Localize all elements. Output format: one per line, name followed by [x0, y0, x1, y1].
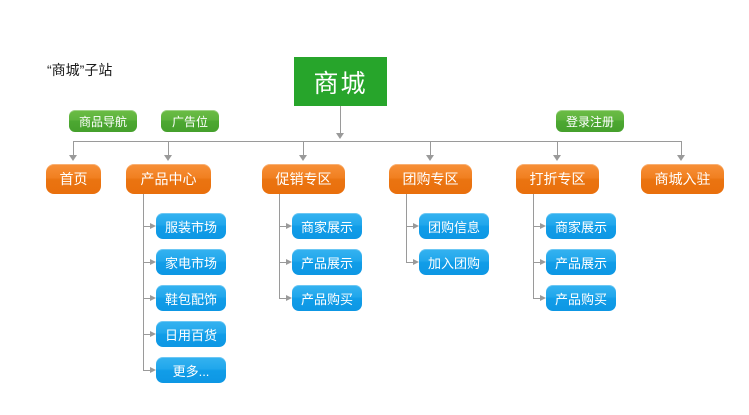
- node-promo-product-purchase[interactable]: 产品购买: [292, 285, 362, 311]
- node-discount-product-purchase-label: 产品购买: [554, 291, 607, 307]
- connector-spine-group-buy: [406, 194, 407, 263]
- connector-arrow-home: [69, 155, 77, 161]
- node-root-mall-label: 商城: [313, 69, 368, 98]
- connector-arrow-group-buy: [426, 155, 434, 161]
- node-root-mall[interactable]: 商城: [294, 57, 387, 106]
- node-product-center-label: 产品中心: [140, 171, 197, 187]
- connector-root-stem: [340, 106, 341, 135]
- node-more[interactable]: 更多...: [156, 357, 226, 383]
- node-promotion-label: 促销专区: [275, 171, 332, 187]
- connector-drop-product-center: [168, 141, 169, 157]
- node-discount-product-display[interactable]: 产品展示: [546, 249, 616, 275]
- tag-login-register-label: 登录注册: [565, 114, 614, 129]
- node-home[interactable]: 首页: [46, 164, 101, 194]
- connector-elbow-promo-product: [279, 262, 288, 263]
- connector-arrow-group-info: [413, 222, 419, 229]
- connector-spine-product-center: [143, 194, 144, 371]
- node-discount-merchant-display[interactable]: 商家展示: [546, 213, 616, 239]
- node-group-buy[interactable]: 团购专区: [389, 164, 472, 194]
- connector-arrow-more: [150, 366, 156, 373]
- node-group-buy-info-label: 团购信息: [427, 219, 480, 235]
- connector-arrow-mall-entry: [677, 155, 685, 161]
- connector-drop-home: [73, 141, 74, 157]
- connector-arrow-discount-purchase: [540, 294, 546, 301]
- node-product-center[interactable]: 产品中心: [126, 164, 211, 194]
- node-promo-product-display-label: 产品展示: [300, 255, 353, 271]
- node-promo-product-display[interactable]: 产品展示: [292, 249, 362, 275]
- connector-elbow-join-group: [406, 262, 415, 263]
- connector-arrow-daily-goods: [150, 330, 156, 337]
- connector-elbow-group-info: [406, 226, 415, 227]
- tag-ad-slot[interactable]: 广告位: [161, 110, 219, 132]
- node-shoes-bags-accessories[interactable]: 鞋包配饰: [156, 285, 226, 311]
- node-daily-goods[interactable]: 日用百货: [156, 321, 226, 347]
- tag-ad-slot-label: 广告位: [171, 114, 208, 129]
- node-discount-product-display-label: 产品展示: [554, 255, 607, 271]
- connector-elbow-appliance: [143, 262, 152, 263]
- node-home-label: 首页: [59, 171, 88, 187]
- connector-arrow-clothing: [150, 222, 156, 229]
- node-promo-merchant-display[interactable]: 商家展示: [292, 213, 362, 239]
- node-discount-product-purchase[interactable]: 产品购买: [546, 285, 616, 311]
- node-shoes-bags-accessories-label: 鞋包配饰: [164, 291, 217, 307]
- connector-spine-promotion: [279, 194, 280, 299]
- node-promo-merchant-display-label: 商家展示: [300, 219, 353, 235]
- node-discount[interactable]: 打折专区: [516, 164, 599, 194]
- connector-elbow-discount-purchase: [533, 298, 542, 299]
- connector-arrow-appliance: [150, 258, 156, 265]
- connector-drop-mall-entry: [681, 141, 682, 157]
- tag-login-register[interactable]: 登录注册: [556, 110, 624, 132]
- node-appliance-market[interactable]: 家电市场: [156, 249, 226, 275]
- connector-elbow-shoes-bags: [143, 298, 152, 299]
- tag-product-nav-label: 商品导航: [78, 114, 127, 129]
- connector-arrow-promo-purchase: [286, 294, 292, 301]
- connector-elbow-more: [143, 370, 152, 371]
- node-join-group-buy[interactable]: 加入团购: [419, 249, 489, 275]
- connector-drop-group-buy: [430, 141, 431, 157]
- node-more-label: 更多...: [172, 363, 210, 379]
- connector-elbow-discount-product: [533, 262, 542, 263]
- node-group-buy-label: 团购专区: [402, 171, 459, 187]
- connector-arrow-discount-product: [540, 258, 546, 265]
- connector-bus-horizontal: [73, 141, 682, 142]
- node-mall-entry[interactable]: 商城入驻: [641, 164, 724, 194]
- connector-arrow-promo-product: [286, 258, 292, 265]
- node-clothing-market-label: 服装市场: [164, 219, 217, 235]
- connector-arrow-discount: [553, 155, 561, 161]
- node-discount-label: 打折专区: [529, 171, 586, 187]
- connector-drop-discount: [557, 141, 558, 157]
- connector-elbow-discount-merchant: [533, 226, 542, 227]
- node-clothing-market[interactable]: 服装市场: [156, 213, 226, 239]
- node-promo-product-purchase-label: 产品购买: [300, 291, 353, 307]
- connector-arrow-promo-merchant: [286, 222, 292, 229]
- node-daily-goods-label: 日用百货: [164, 327, 217, 343]
- node-discount-merchant-display-label: 商家展示: [554, 219, 607, 235]
- connector-drop-promotion: [303, 141, 304, 157]
- connector-arrow-shoes-bags: [150, 294, 156, 301]
- connector-root-arrow: [336, 133, 344, 139]
- connector-elbow-promo-purchase: [279, 298, 288, 299]
- diagram-title: “商城”子站: [47, 62, 113, 78]
- node-group-buy-info[interactable]: 团购信息: [419, 213, 489, 239]
- node-mall-entry-label: 商城入驻: [654, 171, 711, 187]
- connector-arrow-product-center: [164, 155, 172, 161]
- connector-arrow-discount-merchant: [540, 222, 546, 229]
- node-promotion[interactable]: 促销专区: [262, 164, 345, 194]
- tag-product-nav[interactable]: 商品导航: [69, 110, 137, 132]
- connector-spine-discount: [533, 194, 534, 299]
- connector-elbow-promo-merchant: [279, 226, 288, 227]
- node-appliance-market-label: 家电市场: [164, 255, 217, 271]
- connector-arrow-promotion: [299, 155, 307, 161]
- connector-elbow-daily-goods: [143, 334, 152, 335]
- connector-elbow-clothing: [143, 226, 152, 227]
- connector-arrow-join-group: [413, 258, 419, 265]
- node-join-group-buy-label: 加入团购: [427, 255, 480, 271]
